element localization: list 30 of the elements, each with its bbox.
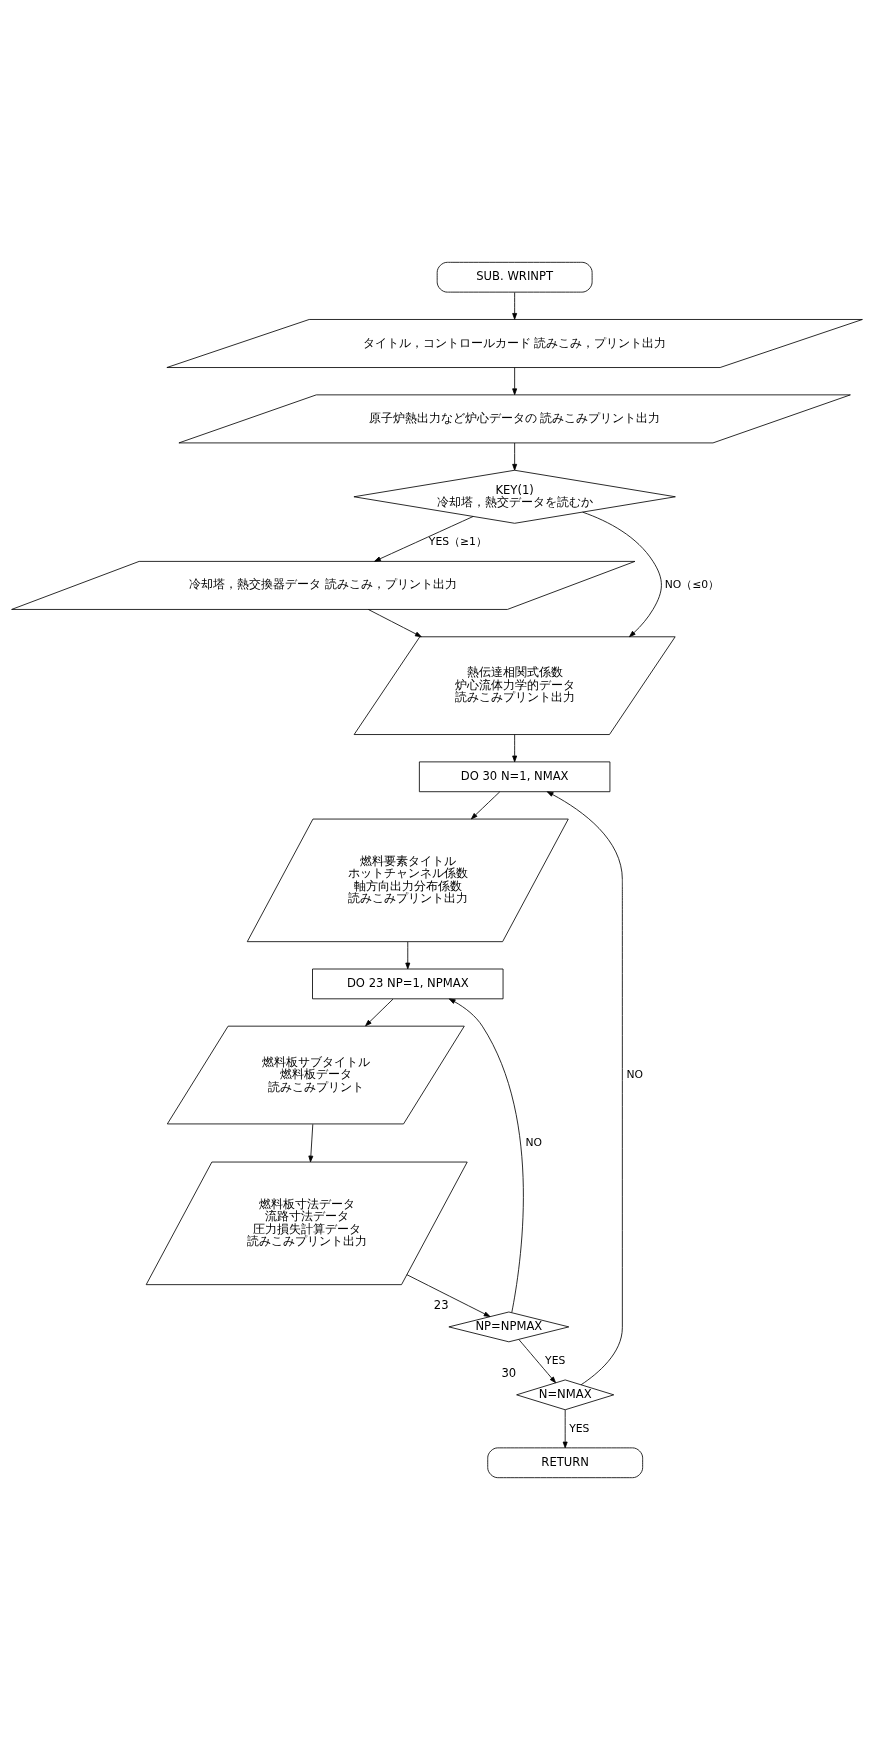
arrow <box>308 1123 314 1162</box>
arrow <box>405 941 411 969</box>
arrow <box>562 1409 568 1448</box>
arrow <box>512 291 518 320</box>
node-label: 30 <box>501 1365 517 1380</box>
arrow <box>546 790 623 1385</box>
arrow <box>512 366 518 395</box>
node-diamond: N=NMAX <box>516 1379 615 1410</box>
arrow <box>374 515 474 562</box>
arrow <box>448 997 524 1313</box>
node-diamond: KEY(1) 冷却塔，熱交データを読むか <box>353 469 676 524</box>
arrow <box>365 998 394 1026</box>
edge-label: YES <box>569 1421 590 1435</box>
arrow <box>470 790 501 819</box>
node-box: DO 30 N=1, NMAX <box>418 760 611 792</box>
arrow <box>518 1338 556 1383</box>
edge-label: YES <box>545 1353 566 1367</box>
edge-label: YES（≥1） <box>428 534 487 548</box>
arrow <box>406 1273 491 1317</box>
arrow <box>582 511 662 637</box>
arrow <box>367 608 422 637</box>
node-box: DO 23 NP=1, NPMAX <box>312 968 504 999</box>
arrow <box>512 733 518 762</box>
edge-label: NO <box>626 1067 644 1081</box>
node-box: SUB. WRINPT <box>436 261 593 293</box>
edge-label: NO <box>525 1135 542 1149</box>
edge-label: NO（≤0） <box>664 577 720 591</box>
node-box: RETURN <box>487 1446 644 1478</box>
node-label: 23 <box>433 1297 449 1312</box>
arrow <box>512 442 518 471</box>
